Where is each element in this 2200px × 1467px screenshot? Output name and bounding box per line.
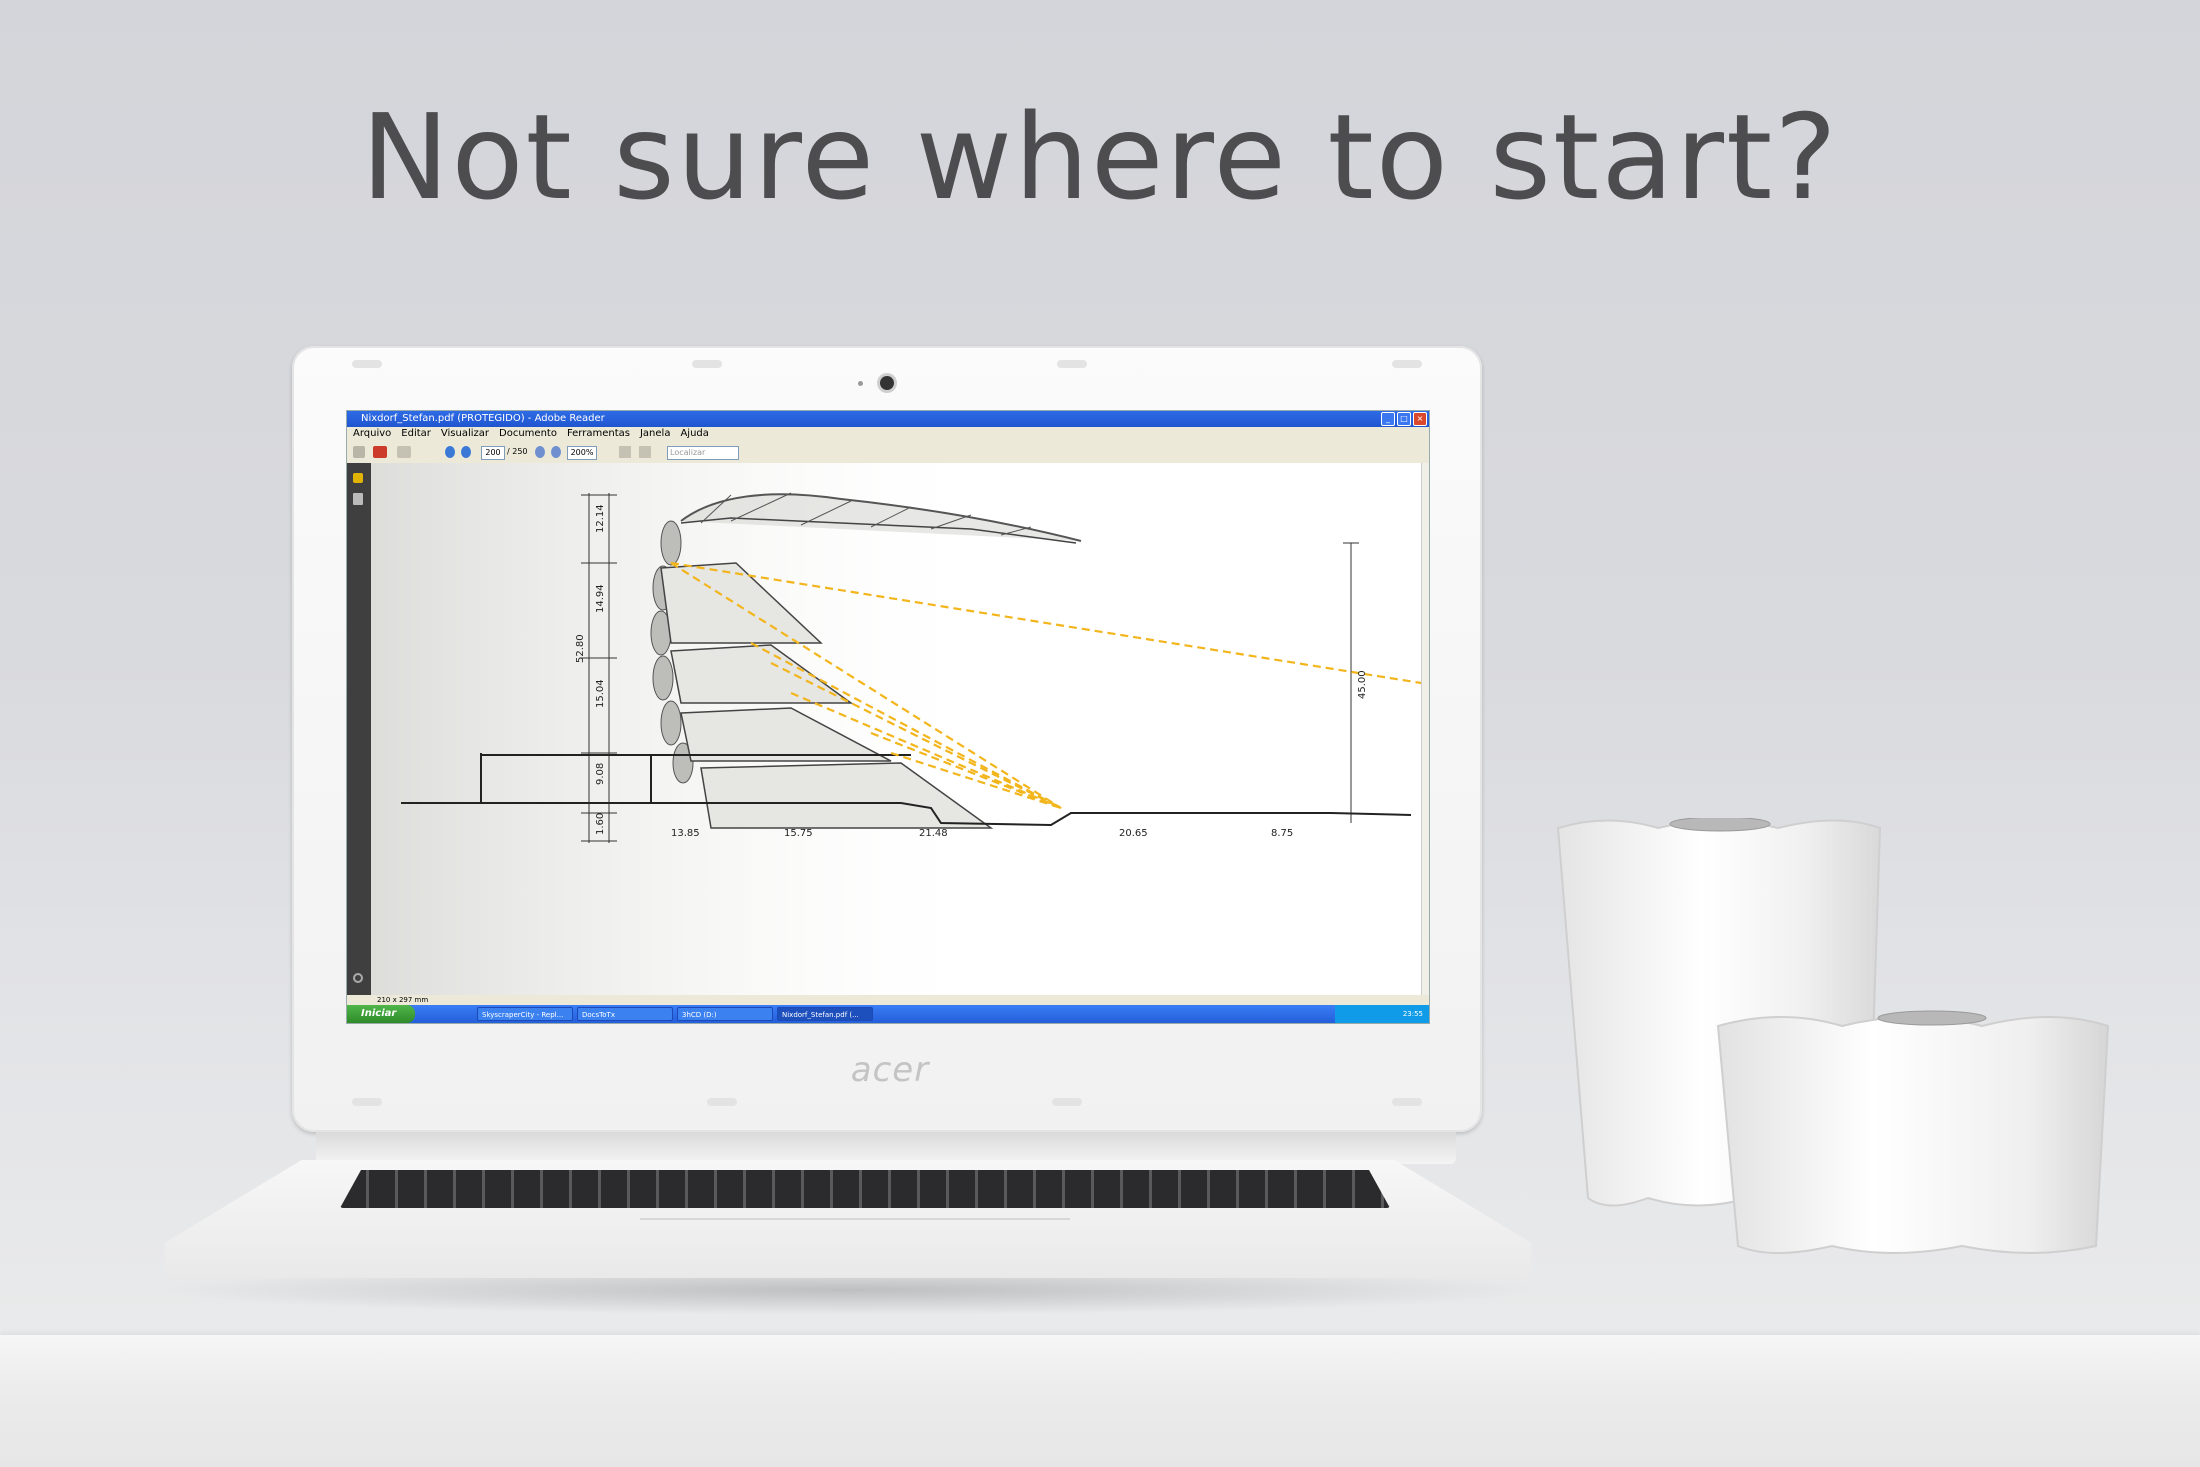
lid-bumper <box>692 360 722 368</box>
laptop-screen: Nixdorf_Stefan.pdf (PROTEGIDO) - Adobe R… <box>346 410 1430 1024</box>
laptop-brand-logo: acer <box>850 1050 930 1090</box>
keyboard <box>340 1170 1390 1208</box>
screen-glare <box>371 463 1421 995</box>
menu-janela[interactable]: Janela <box>639 428 671 439</box>
menu-ferramentas[interactable]: Ferramentas <box>566 428 630 439</box>
vertical-scrollbar[interactable] <box>1421 463 1429 995</box>
lid-bumper <box>1392 360 1422 368</box>
menu-bar: Arquivo Editar Visualizar Documento Ferr… <box>347 427 1429 441</box>
share-icon[interactable] <box>397 446 411 458</box>
page-size-label: 210 x 297 mm <box>377 996 429 1004</box>
menu-documento[interactable]: Documento <box>499 428 557 439</box>
pages-icon[interactable] <box>353 493 363 505</box>
menu-visualizar[interactable]: Visualizar <box>440 428 490 439</box>
taskbar-item[interactable]: DocsToTx <box>577 1007 673 1021</box>
taskbar: Iniciar SkyscraperCity - Repl... DocsToT… <box>347 1005 1429 1023</box>
lid-bumper <box>1052 1098 1082 1106</box>
dimension-label: 12.14 <box>595 504 606 533</box>
lock-icon[interactable] <box>353 473 363 483</box>
dimension-label: 45.00 <box>1357 670 1368 699</box>
taskbar-item[interactable]: SkyscraperCity - Repl... <box>477 1007 573 1021</box>
page-total: / 250 <box>507 447 528 456</box>
status-bar: 210 x 297 mm <box>347 995 1429 1005</box>
fit-page-icon[interactable] <box>619 446 631 458</box>
webcam <box>880 376 894 390</box>
headline: Not sure where to start? <box>361 88 1839 226</box>
lid-bumper <box>1392 1098 1422 1106</box>
lid-bumper <box>352 360 382 368</box>
zoom-select[interactable]: 200% <box>567 446 597 460</box>
microphone <box>858 381 863 386</box>
trackpad <box>640 1218 1070 1240</box>
stadium-section-drawing: 12.14 14.94 52.80 15.04 9.08 1.60 45.00 … <box>371 463 1421 995</box>
dimension-label: 13.85 <box>671 828 700 839</box>
lid-bumper <box>1057 360 1087 368</box>
arrow-down-icon[interactable] <box>461 446 471 458</box>
email-icon[interactable] <box>373 446 387 458</box>
close-button[interactable]: × <box>1413 412 1427 426</box>
ground-level <box>401 753 1412 827</box>
menu-editar[interactable]: Editar <box>401 428 431 439</box>
taskbar-item[interactable]: 3hCD (D:) <box>677 1007 773 1021</box>
truss-web <box>700 492 1032 536</box>
dimension-label: 1.60 <box>595 813 606 835</box>
lid-bumper <box>707 1098 737 1106</box>
stadium-roof <box>680 493 1082 542</box>
dimension-label: 20.65 <box>1119 828 1148 839</box>
dimension-label: 52.80 <box>575 634 586 663</box>
laptop-hinge <box>316 1132 1456 1164</box>
minimize-button[interactable]: _ <box>1381 412 1395 426</box>
system-tray: 23:55 <box>1335 1005 1429 1023</box>
lid-bumper <box>352 1098 382 1106</box>
maximize-button[interactable]: □ <box>1397 412 1411 426</box>
dimension-label: 8.75 <box>1271 828 1293 839</box>
dimension-label: 15.04 <box>595 679 606 708</box>
window-title: Nixdorf_Stefan.pdf (PROTEGIDO) - Adobe R… <box>361 413 605 424</box>
dimension-label: 15.75 <box>784 828 813 839</box>
toolbar: 200 / 250 200% Localizar <box>347 441 1429 464</box>
vertical-dimension-lines <box>581 493 1359 843</box>
zoom-out-icon[interactable] <box>535 446 545 458</box>
search-input[interactable]: Localizar <box>667 446 739 460</box>
arrow-up-icon[interactable] <box>445 446 455 458</box>
start-button[interactable]: Iniciar <box>347 1005 415 1023</box>
attachment-icon[interactable] <box>353 973 363 983</box>
sight-lines <box>670 561 1421 810</box>
menu-ajuda[interactable]: Ajuda <box>680 428 709 439</box>
print-icon[interactable] <box>353 446 365 458</box>
dimension-label: 9.08 <box>595 763 606 785</box>
document-view[interactable]: 12.14 14.94 52.80 15.04 9.08 1.60 45.00 … <box>371 463 1421 995</box>
menu-arquivo[interactable]: Arquivo <box>353 428 392 439</box>
taskbar-item-active[interactable]: Nixdorf_Stefan.pdf (... <box>777 1007 873 1021</box>
fit-width-icon[interactable] <box>639 446 651 458</box>
shelf <box>0 1335 2200 1467</box>
page-number-input[interactable]: 200 <box>481 446 505 460</box>
seating-tiers <box>660 562 994 829</box>
zoom-in-icon[interactable] <box>551 446 561 458</box>
dimension-label: 21.48 <box>919 828 948 839</box>
candle-holder-short <box>1712 1010 2114 1260</box>
clock: 23:55 <box>1402 1010 1423 1018</box>
navigation-pane <box>347 463 371 995</box>
window-titlebar[interactable]: Nixdorf_Stefan.pdf (PROTEGIDO) - Adobe R… <box>347 411 1429 427</box>
dimension-label: 14.94 <box>595 584 606 613</box>
